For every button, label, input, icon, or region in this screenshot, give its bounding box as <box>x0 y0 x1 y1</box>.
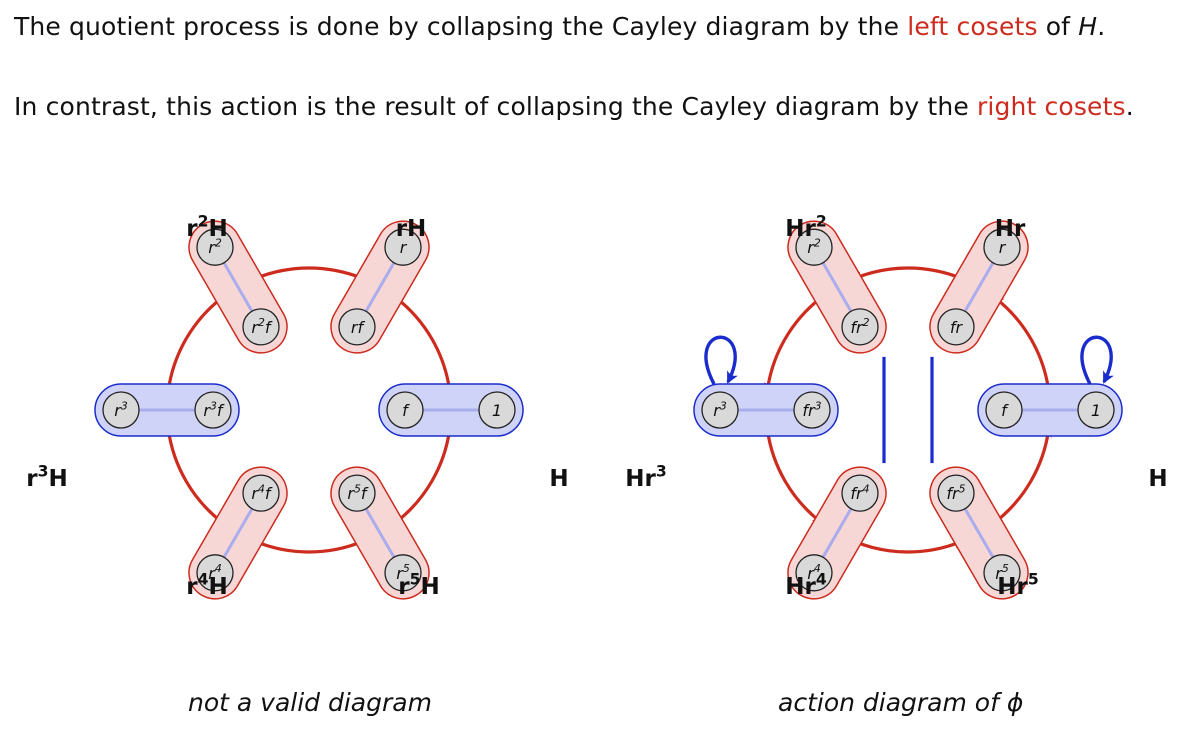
rotation-edge-2 <box>166 296 223 391</box>
coset-label-2: Hr2 <box>785 211 826 242</box>
action-arrow-1 <box>853 266 962 280</box>
element-node-5-a <box>338 474 376 512</box>
element-node-0-a <box>985 391 1023 429</box>
intro-line-2: In contrast, this action is the result o… <box>14 92 1134 121</box>
element-node-2-a-label: r2 <box>807 236 821 257</box>
element-node-1-b <box>937 308 975 346</box>
action-arrow-4 <box>854 540 963 554</box>
intro-line-2-text: In contrast, this action is the result o… <box>14 92 977 121</box>
element-node-2-b-label: fr2 <box>850 316 869 337</box>
self-loop-0 <box>1080 335 1114 385</box>
element-node-3-b-label: r3f <box>203 399 225 420</box>
intro-line-2-end: . <box>1125 92 1134 121</box>
element-node-3-a-label: r3 <box>114 399 128 420</box>
coset-label-3: Hr3 <box>625 461 666 492</box>
rotation-edge-3 <box>166 429 223 524</box>
element-node-0-b-label: 1 <box>1091 401 1101 420</box>
rotation-edge-0 <box>395 296 452 391</box>
rotation-edge-1 <box>255 266 363 280</box>
element-node-4-b <box>795 554 833 592</box>
element-node-2-b <box>242 308 280 346</box>
element-node-1-b-label: fr <box>950 318 964 337</box>
element-node-5-b-label: r5 <box>995 562 1009 583</box>
element-node-4-b-label: r4 <box>208 562 222 583</box>
element-node-1-a-label: r <box>400 238 408 257</box>
element-node-1-b-label: rf <box>351 318 366 337</box>
coset-label-2: r2H <box>186 211 227 242</box>
rotation-edge-5 <box>395 429 452 524</box>
subgroup-variable: H <box>1078 12 1098 41</box>
element-node-2-a <box>196 228 234 266</box>
element-node-5-a-label: fr5 <box>946 482 965 503</box>
element-node-4-a-label: r4f <box>251 482 273 503</box>
element-node-0-b <box>1077 391 1115 429</box>
element-node-3-b <box>194 391 232 429</box>
element-node-4-a <box>841 474 879 512</box>
element-node-0-b-label: 1 <box>492 401 502 420</box>
element-node-1-a-label: r <box>999 238 1007 257</box>
element-node-5-a-label: r5f <box>347 482 369 503</box>
element-node-5-b-label: r5 <box>396 562 410 583</box>
element-node-0-b <box>478 391 516 429</box>
intro-line-1: The quotient process is done by collapsi… <box>14 12 1105 41</box>
rotation-edge-4 <box>255 540 363 554</box>
element-node-1-a <box>983 228 1021 266</box>
left-diagram-caption: not a valid diagram <box>188 688 432 717</box>
element-node-2-a <box>795 228 833 266</box>
element-node-3-a <box>102 391 140 429</box>
element-node-1-b <box>338 308 376 346</box>
coset-label-1: Hr <box>995 216 1026 242</box>
element-node-2-a-label: r2 <box>208 236 222 257</box>
element-node-5-b <box>983 554 1021 592</box>
element-node-1-a <box>384 228 422 266</box>
element-node-3-b <box>793 391 831 429</box>
coset-label-0: H <box>549 466 568 492</box>
coset-label-5: r5H <box>398 569 439 600</box>
right-cosets-highlight: right cosets <box>976 92 1126 121</box>
right-diagram-caption: action diagram of ϕ <box>778 688 1024 717</box>
element-node-0-a-label: f <box>1001 401 1009 420</box>
element-node-3-b-label: fr3 <box>802 399 821 420</box>
intro-line-1-text: The quotient process is done by collapsi… <box>14 12 908 41</box>
element-node-4-b <box>196 554 234 592</box>
element-node-0-a-label: f <box>402 401 410 420</box>
element-node-2-b <box>841 308 879 346</box>
action-arrow-2 <box>763 296 822 392</box>
action-arrow-3 <box>765 429 822 524</box>
intro-line-1-end: . <box>1097 12 1106 41</box>
coset-label-5: Hr5 <box>997 569 1038 600</box>
coset-label-3: r3H <box>26 461 67 492</box>
coset-label-0: H <box>1148 466 1167 492</box>
self-loop-3 <box>704 335 738 385</box>
element-node-3-a-label: r3 <box>713 399 727 420</box>
element-node-4-a-label: fr4 <box>850 482 869 503</box>
element-node-3-a <box>701 391 739 429</box>
element-node-0-a <box>386 391 424 429</box>
left-cosets-highlight: left cosets <box>907 12 1038 41</box>
action-arrow-0 <box>994 296 1051 391</box>
action-arrow-5 <box>994 428 1053 524</box>
element-node-5-b <box>384 554 422 592</box>
coset-label-4: Hr4 <box>785 569 827 600</box>
coset-label-1: rH <box>396 216 427 242</box>
element-node-4-b-label: r4 <box>807 562 821 583</box>
element-node-2-b-label: r2f <box>251 316 273 337</box>
element-node-5-a <box>937 474 975 512</box>
intro-line-1-middle: of <box>1037 12 1079 41</box>
element-node-4-a <box>242 474 280 512</box>
coset-label-4: r4H <box>186 569 227 600</box>
